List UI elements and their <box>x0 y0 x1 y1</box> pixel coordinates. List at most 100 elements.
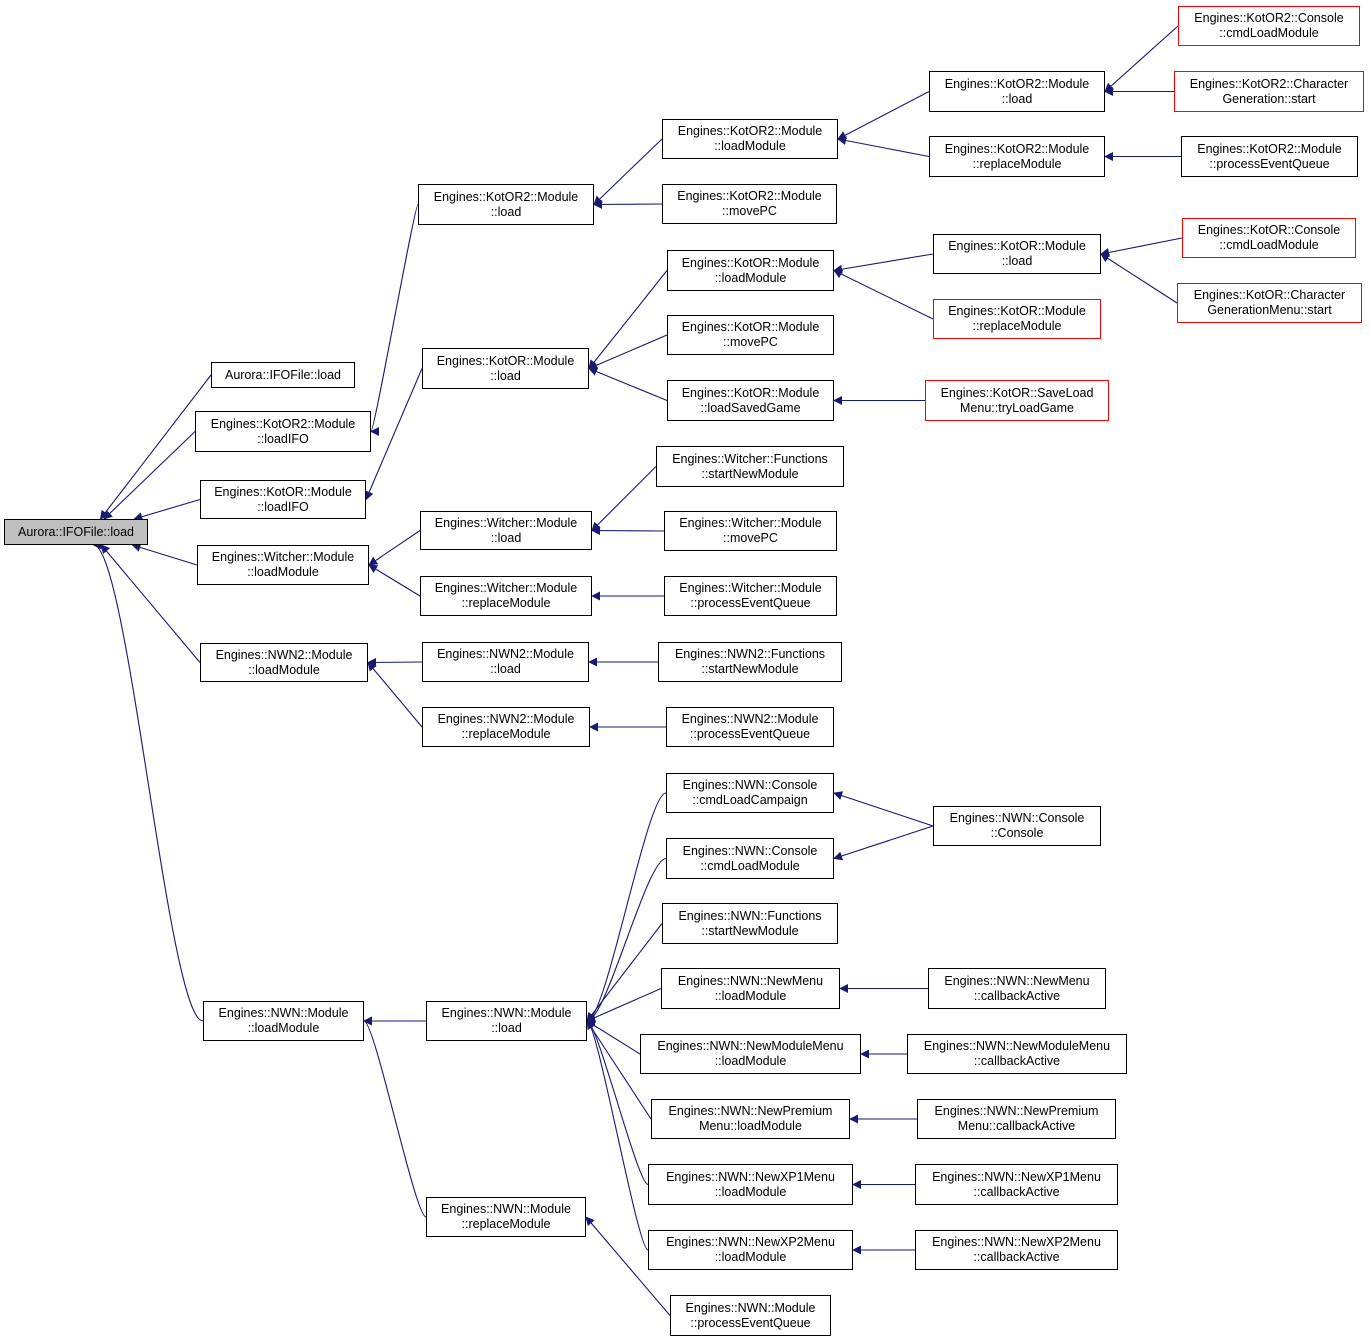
node-label-line: Engines::KotOR::Module <box>214 484 352 499</box>
node-label-line: Engines::Witcher::Module <box>679 581 822 595</box>
node-label-line: ::load <box>491 1021 522 1035</box>
node-label-line: Engines::KotOR2::Module <box>944 76 1090 91</box>
node-witcher-loadmodule[interactable]: Engines::Witcher::Module::loadModule <box>197 545 369 585</box>
edge-kotor-console-to-kotor-load2 <box>1100 237 1183 257</box>
node-kotor-loadifo[interactable]: Engines::KotOR::Module::loadIFO <box>200 480 366 519</box>
edge-nwn-replace-to-nwn-loadmodule <box>363 1016 427 1218</box>
node-nwn-xp1-load[interactable]: Engines::NWN::NewXP1Menu::loadModule <box>648 1164 853 1205</box>
edge-kotor-movepc-to-kotor-load <box>588 334 668 370</box>
node-label-line: Engines::KotOR2::Module <box>210 416 356 431</box>
node-label-line: Engines::KotOR2::Module <box>677 124 823 138</box>
node-kotor-mod-loadmodule[interactable]: Engines::KotOR::Module::loadModule <box>667 250 834 291</box>
node-label-line: ::replaceModule <box>972 156 1062 171</box>
node-witcher-startnew[interactable]: Engines::Witcher::Functions::startNewMod… <box>656 446 844 487</box>
node-label-line: Engines::NWN::Module <box>441 1006 572 1020</box>
node-witcher-movepc[interactable]: Engines::Witcher::Module::movePC <box>664 511 837 551</box>
node-nwn-xp1-cb[interactable]: Engines::NWN::NewXP1Menu::callbackActive <box>915 1164 1118 1205</box>
node-kotor-console[interactable]: Engines::KotOR::Console::cmdLoadModule <box>1182 218 1356 258</box>
node-witcher-load[interactable]: Engines::Witcher::Module::load <box>420 511 592 550</box>
node-kotor2-load[interactable]: Engines::KotOR2::Module::load <box>418 184 594 225</box>
node-label-line: Engines::NWN::NewPremium <box>934 1104 1099 1118</box>
edge-kotor-load2-to-kotor-mod-loadmodule <box>833 253 934 274</box>
node-label-line: Engines::NWN::NewMenu <box>677 973 824 988</box>
node-kotor-load2[interactable]: Engines::KotOR::Module::load <box>933 234 1101 274</box>
node-label-line: ::loadModule <box>714 139 786 153</box>
node-label-line: Engines::KotOR2::Module <box>1197 141 1342 156</box>
node-kotor-movepc[interactable]: Engines::KotOR::Module::movePC <box>667 315 834 355</box>
node-label-line: Engines::KotOR2::Module <box>677 189 822 203</box>
node-label-line: ::load <box>490 204 522 219</box>
node-label-line: ::startNewModule <box>701 466 799 481</box>
node-nwn-xp2-load[interactable]: Engines::NWN::NewXP2Menu::loadModule <box>648 1230 853 1270</box>
node-label-line: Engines::NWN::Module <box>441 1202 571 1216</box>
node-label-line: Engines::Witcher::Module <box>434 581 578 595</box>
node-nwn-processq[interactable]: Engines::NWN::Module::processEventQueue <box>670 1295 831 1336</box>
edge-nwn-xp2-load-to-nwn-load <box>586 1016 649 1251</box>
node-nwn-xp2-cb[interactable]: Engines::NWN::NewXP2Menu::callbackActive <box>915 1230 1118 1270</box>
node-label-line: Engines::KotOR::Module <box>948 304 1086 318</box>
node-nwn2-replace[interactable]: Engines::NWN2::Module::replaceModule <box>422 707 590 747</box>
edge-kotor2-mod-loadmodule-to-kotor2-load <box>593 138 663 206</box>
node-label-line: ::loadModule <box>247 1021 320 1035</box>
node-kotor-replace[interactable]: Engines::KotOR::Module::replaceModule <box>933 299 1101 339</box>
node-nwn-console[interactable]: Engines::NWN::Console::Console <box>933 806 1101 846</box>
node-label-line: ::movePC <box>722 204 777 218</box>
node-label-line: ::loadModule <box>248 662 320 677</box>
node-nwn-newmodmenu-cb[interactable]: Engines::NWN::NewModuleMenu::callbackAct… <box>907 1034 1127 1074</box>
node-witcher-processq[interactable]: Engines::Witcher::Module::processEventQu… <box>664 576 837 616</box>
node-nwn-loadmodule[interactable]: Engines::NWN::Module::loadModule <box>203 1001 364 1041</box>
node-label-line: Engines::KotOR::Console <box>1197 223 1341 237</box>
node-kotor-loadsaved[interactable]: Engines::KotOR::Module::loadSavedGame <box>667 380 834 421</box>
node-kotor-load[interactable]: Engines::KotOR::Module::load <box>422 348 589 389</box>
node-label-line: Engines::KotOR::Module <box>681 255 820 270</box>
node-label-line: ::cmdLoadModule <box>1219 238 1319 252</box>
edge-nwn-cmdmodule-to-nwn-load <box>586 857 667 1026</box>
node-root[interactable]: Aurora::IFOFile::load <box>4 519 148 545</box>
node-nwn2-startnew[interactable]: Engines::NWN2::Functions::startNewModule <box>658 642 842 682</box>
node-nwn2-processq[interactable]: Engines::NWN2::Module::processEventQueue <box>666 707 834 747</box>
node-label-line: Engines::NWN::NewXP1Menu <box>932 1169 1101 1184</box>
node-nwn-startnew[interactable]: Engines::NWN::Functions::startNewModule <box>662 903 838 944</box>
edge-nwn-newmodmenu-load-to-nwn-load <box>586 1020 641 1055</box>
node-aurora-load[interactable]: Aurora::IFOFile::load <box>211 362 355 388</box>
node-label-line: Engines::NWN::Module <box>685 1300 816 1315</box>
node-nwn-cmdmodule[interactable]: Engines::NWN::Console::cmdLoadModule <box>666 838 834 879</box>
node-kotor2-replace[interactable]: Engines::KotOR2::Module::replaceModule <box>929 136 1105 177</box>
node-kotor2-processq[interactable]: Engines::KotOR2::Module::processEventQue… <box>1181 136 1358 177</box>
node-label-line: Engines::NWN::Console <box>682 843 818 858</box>
node-label-line: Engines::NWN::NewXP1Menu <box>666 1169 835 1184</box>
node-label-line: Engines::NWN::NewPremium <box>668 1104 833 1118</box>
node-label-line: ::processEventQueue <box>1209 156 1330 171</box>
node-nwn2-loadmodule[interactable]: Engines::NWN2::Module::loadModule <box>200 643 368 682</box>
node-label-line: Engines::NWN::NewModuleMenu <box>923 1039 1111 1053</box>
node-kotor2-mod-loadmodule[interactable]: Engines::KotOR2::Module::loadModule <box>662 119 838 159</box>
node-witcher-replace[interactable]: Engines::Witcher::Module::replaceModule <box>420 576 592 616</box>
node-label-line: Engines::NWN::Functions <box>678 908 822 923</box>
edge-witcher-loadmodule-to-root <box>131 543 198 566</box>
node-label-line: Engines::NWN::Console <box>949 811 1085 825</box>
node-kotor2-load2[interactable]: Engines::KotOR2::Module::load <box>929 71 1105 112</box>
node-kotor2-loadifo[interactable]: Engines::KotOR2::Module::loadIFO <box>195 411 371 452</box>
node-nwn-newmenu-cb[interactable]: Engines::NWN::NewMenu::callbackActive <box>928 968 1106 1009</box>
node-label-line: ::replaceModule <box>972 319 1062 333</box>
node-label-line: ::callbackActive <box>973 1250 1060 1264</box>
node-nwn-cmdcampaign[interactable]: Engines::NWN::Console::cmdLoadCampaign <box>666 773 834 813</box>
node-label-line: ::callbackActive <box>973 988 1061 1003</box>
node-label-line: ::loadModule <box>247 565 319 579</box>
node-kotor2-movepc[interactable]: Engines::KotOR2::Module::movePC <box>662 184 837 224</box>
node-label-line: ::processEventQueue <box>689 727 811 741</box>
node-nwn-replace[interactable]: Engines::NWN::Module::replaceModule <box>426 1197 586 1237</box>
node-nwn-newmodmenu-load[interactable]: Engines::NWN::NewModuleMenu::loadModule <box>640 1034 861 1074</box>
node-nwn-newmenu-load[interactable]: Engines::NWN::NewMenu::loadModule <box>661 968 840 1009</box>
node-nwn2-load[interactable]: Engines::NWN2::Module::load <box>422 642 589 682</box>
node-nwn-load[interactable]: Engines::NWN::Module::load <box>426 1001 587 1041</box>
edge-kotor-load-to-kotor-loadifo <box>365 368 423 501</box>
node-kotor2-console[interactable]: Engines::KotOR2::Console::cmdLoadModule <box>1178 6 1360 46</box>
node-label-line: ::loadModule <box>714 1184 787 1199</box>
